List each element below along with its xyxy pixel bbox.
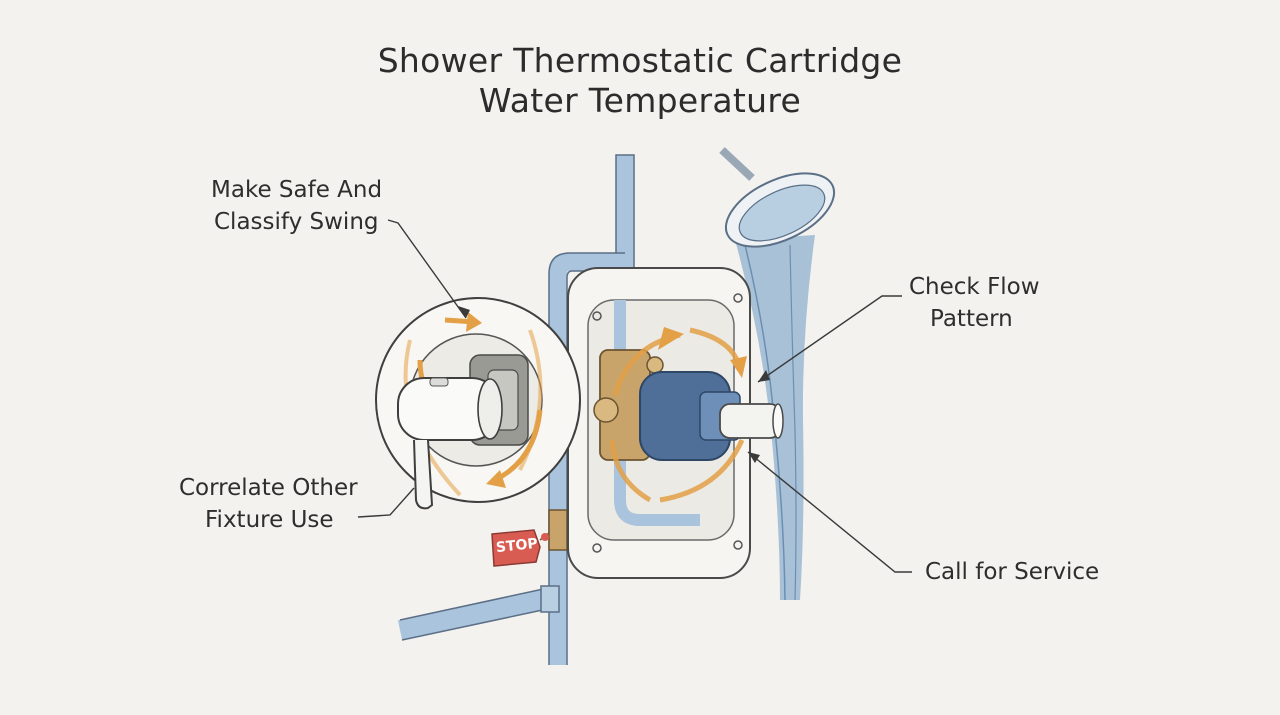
stop-tag-icon: [491, 529, 550, 567]
supply-pipe: [397, 154, 635, 665]
rotation-arrow-icon: [609, 327, 747, 503]
leader-arrowheads: [458, 306, 770, 463]
leader-call-service: [747, 451, 912, 573]
callout-make-safe-line2: Classify Swing: [214, 209, 379, 235]
callout-correlate-line1: Correlate Other: [179, 475, 358, 501]
diagram-title-line1: Shower Thermostatic Cartridge: [377, 41, 903, 80]
leader-make-safe: [387, 219, 467, 319]
callout-check-flow-line2: Pattern: [930, 306, 1013, 332]
leader-check-flow: [757, 295, 902, 383]
valve-body: [593, 349, 664, 461]
escutcheon: [375, 297, 581, 510]
callout-correlate-line2: Fixture Use: [205, 507, 334, 533]
callout-check-flow-line1: Check Flow: [909, 274, 1040, 300]
shower-head-icon: [719, 147, 836, 248]
callout-make-safe-line1: Make Safe And: [211, 177, 383, 203]
thermostatic-cartridge: [639, 371, 784, 461]
diagram-title-line2: Water Temperature: [478, 81, 802, 120]
leader-correlate: [357, 487, 415, 518]
leader-lines: [357, 219, 912, 573]
callout-call-service: Call for Service: [925, 559, 1100, 585]
